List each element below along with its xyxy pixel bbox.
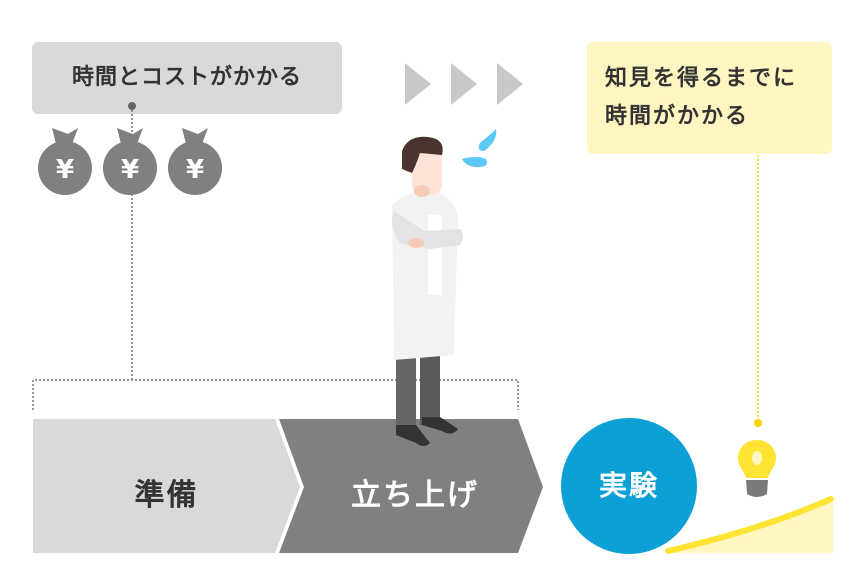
money-bag-icon [38, 128, 92, 195]
play-arrow-icon [497, 63, 523, 105]
yen-icon: ¥ [56, 155, 74, 185]
yen-icon: ¥ [186, 155, 204, 185]
cost-callout: 時間とコストがかかる [32, 42, 342, 114]
progress-arrows [405, 63, 523, 105]
insight-line-2: 時間がかかる [605, 104, 750, 129]
sweat-drop-icon [462, 157, 487, 167]
money-bag-icon [168, 128, 222, 195]
play-arrow-icon [451, 63, 477, 105]
money-bags: ¥ ¥ ¥ [38, 128, 222, 195]
scientist-illustration [392, 129, 497, 446]
stage-prep-label: 準備 [134, 478, 199, 513]
stage-prep-shape [33, 419, 300, 553]
yen-icon: ¥ [121, 155, 139, 185]
money-bag-icon [103, 128, 157, 195]
insight-callout: 知見を得るまでに 時間がかかる [587, 42, 832, 154]
stage-launch-label: 立ち上げ [351, 478, 479, 513]
insight-line-1: 知見を得るまでに [605, 66, 798, 91]
play-arrow-icon [405, 63, 431, 105]
stage-experiment: 実験 [561, 418, 697, 554]
light-bulb-icon [738, 440, 776, 497]
stage-launch-shape [279, 419, 543, 553]
sweat-drop-icon [478, 129, 497, 151]
